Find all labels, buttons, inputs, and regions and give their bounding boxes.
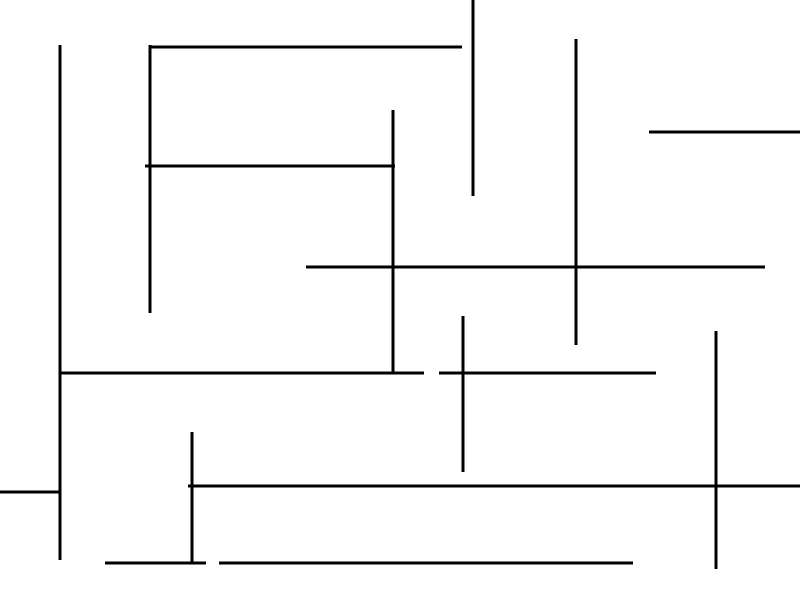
line-segments-group (0, 0, 800, 569)
